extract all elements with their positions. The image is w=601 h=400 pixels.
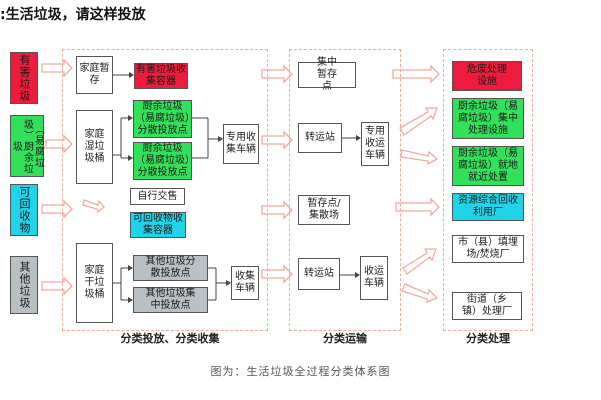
special-transport-vehicle: 专用收运车辆 [361, 122, 389, 166]
transfer-station-2: 转运站 [298, 258, 340, 290]
special-collect-vehicle: 专用收集车辆 [223, 124, 259, 164]
hazard-facility: 危废处理设施 [452, 61, 522, 91]
source-recyclable: 可回收物 [10, 184, 38, 236]
home-dry-bin: 家庭干垃圾桶 [76, 243, 113, 323]
kitchen-point-2: 厨余垃圾（易腐垃圾）分散投放点 [133, 142, 192, 180]
transfer-station-1: 转运站 [298, 123, 342, 153]
home-wet-bin: 家庭湿垃圾桶 [76, 110, 113, 184]
stage-label-collect: 分类投放、分类收集 [120, 332, 220, 345]
recycle-container: 可回收物收集容器 [130, 212, 186, 238]
central-temp-point: 集中暂存点 [298, 57, 356, 92]
home-temp-storage: 家庭暂存 [76, 56, 113, 94]
other-central-point: 其他垃圾集中投放点 [133, 287, 208, 313]
kitchen-local-disposal: 厨余垃圾（易腐垃圾）就地就近处置 [452, 146, 524, 186]
collect-vehicle: 收集车辆 [231, 266, 259, 300]
stage-label-transport: 分类运输 [323, 332, 367, 345]
hazard-container: 有害垃圾收集容器 [134, 63, 188, 89]
figure-caption: 图为：生活垃圾全过程分类体系图 [210, 365, 391, 378]
source-hazardous: 有害垃圾 [10, 52, 38, 104]
self-deliver: 自行交售 [130, 188, 185, 205]
stage-process-region [443, 49, 533, 331]
recycle-plant: 资源综合回收利用厂 [452, 193, 524, 221]
stage-collect-region [62, 49, 268, 331]
source-other: 其他垃圾 [10, 256, 38, 314]
other-scatter-point: 其他垃圾分散投放点 [133, 255, 208, 281]
temp-yard: 暂存点/集散场 [298, 195, 350, 225]
transport-vehicle: 收运车辆 [360, 256, 388, 300]
stage-label-process: 分类处理 [466, 332, 510, 345]
landfill-incineration: 市（县）填埋场/焚烧厂 [452, 235, 524, 263]
kitchen-point-1: 厨余垃圾（易腐垃圾）分散投放点 [133, 100, 192, 138]
kitchen-central-facility: 厨余垃圾（易腐垃圾）集中处理设施 [452, 98, 524, 139]
source-kitchen: （易腐垃圾）厨余垃圾 [10, 115, 44, 177]
street-plant: 街道（乡镇）处理厂 [452, 292, 522, 320]
page-heading: :生活垃圾，请这样投放 [0, 7, 146, 23]
stage-transport-region [289, 49, 401, 331]
